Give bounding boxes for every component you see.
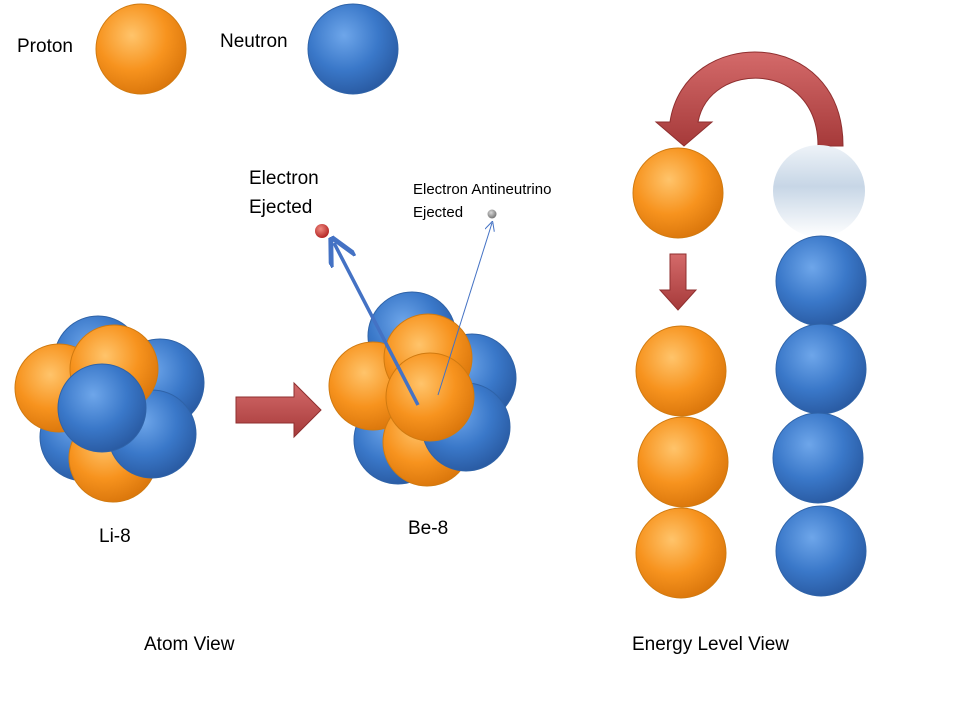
electron-particle — [315, 224, 329, 238]
antineutrino-particle — [487, 209, 497, 219]
antineutrino-label-line2: Ejected — [413, 204, 464, 221]
decay-arrow — [235, 381, 322, 439]
proton-level — [637, 416, 729, 508]
neutron-legend-label: Neutron — [220, 31, 288, 52]
antineutrino-label-line1: Electron Antineutrino — [413, 181, 552, 198]
fill-down-arrow — [658, 253, 698, 311]
vacant-neutron-slot — [773, 145, 865, 237]
neutron-level — [772, 412, 864, 504]
nucleon-proton — [385, 352, 475, 442]
li8-nucleus — [14, 315, 205, 503]
neutron-energy-levels — [772, 235, 867, 597]
antineutrino-path-arrow — [437, 223, 492, 396]
proton-level — [635, 507, 727, 599]
neutron-level — [775, 505, 867, 597]
electron-label-line1: Electron — [249, 168, 319, 189]
be8-label: Be-8 — [408, 518, 449, 539]
nucleon-neutron — [57, 363, 147, 453]
proton-level — [635, 325, 727, 417]
neutron-level — [775, 235, 867, 327]
legend — [95, 3, 399, 95]
atom-view-caption: Atom View — [144, 634, 235, 655]
proton-legend-label: Proton — [17, 36, 73, 57]
proton-energy-levels — [635, 325, 729, 599]
electron-path-arrow — [334, 243, 420, 406]
transition-curved-arrow — [654, 51, 844, 147]
legend-neutron — [307, 3, 399, 95]
neutron-level — [775, 323, 867, 415]
converted-proton — [632, 147, 724, 239]
electron-label-line2: Ejected — [249, 197, 313, 218]
li8-label: Li-8 — [99, 526, 131, 547]
legend-proton — [95, 3, 187, 95]
energy-level-view-caption: Energy Level View — [632, 634, 790, 655]
be8-nucleus — [328, 291, 517, 487]
